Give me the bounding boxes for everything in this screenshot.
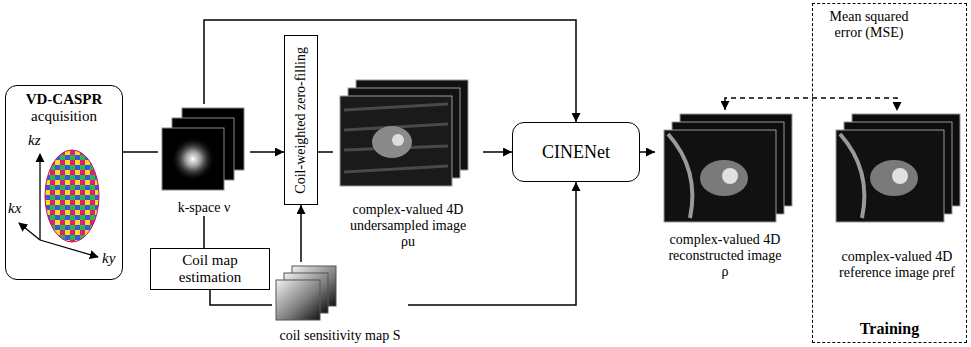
node-text: Coil-weighted zero-filling (294, 38, 309, 202)
flow-connector (640, 151, 655, 153)
axis-line (19, 223, 40, 240)
kspace-image (172, 118, 234, 180)
node-text: VD-CASPR (26, 91, 103, 108)
image-stack: coil sensitivity map S (272, 262, 408, 344)
image-stack: complex-valued 4D reconstructed image ρ (655, 110, 795, 280)
node-text: Mean squared error (MSE) (817, 9, 921, 41)
mri-image (340, 96, 452, 186)
node-text: acquisition (31, 108, 97, 125)
axis-line (40, 240, 98, 257)
node-text: CINENet (542, 142, 610, 163)
flow-connector (300, 205, 302, 262)
coil-map (276, 280, 320, 320)
mri-image (664, 130, 776, 222)
aliasing-streaks (344, 104, 448, 172)
image-caption: coil sensitivity map S (280, 328, 401, 344)
flow-connector (210, 290, 272, 305)
image-stack: k-space ν (158, 104, 250, 216)
kspace-trajectory-figure (19, 150, 99, 257)
node-text: Coil map estimation (155, 252, 265, 287)
training-region: Mean squared error (MSE) Training complex-… (812, 3, 967, 343)
axis-label: ky (102, 250, 115, 267)
process-box: Coil-weighted zero-filling (284, 35, 318, 205)
kspace-stack (162, 108, 244, 190)
image-stack: complex-valued 4D undersampled image ρu (333, 76, 483, 250)
flow-connector (204, 20, 576, 122)
ventricle (722, 168, 738, 184)
flow-connector (123, 151, 158, 153)
kspace-center (171, 137, 215, 181)
axis-line (39, 154, 40, 240)
axis-label: kx (8, 200, 21, 217)
chest-wall (840, 134, 864, 218)
node-text: Training (860, 320, 919, 338)
flow-connector (318, 151, 333, 153)
image-caption: k-space ν (178, 200, 231, 216)
image-caption: complex-valued 4D undersampled image ρu (347, 202, 469, 250)
sampling-ellipsoid (45, 150, 99, 242)
chest-wall (668, 134, 692, 218)
image-caption: complex-valued 4D reconstructed image ρ (664, 232, 786, 280)
coil-map-stack (276, 266, 336, 320)
heart (700, 160, 748, 196)
network-box: CINENet (512, 122, 640, 182)
reference-stack (836, 114, 960, 222)
flow-connector (483, 151, 512, 153)
flow-connector (203, 216, 205, 248)
loss-connector (725, 98, 897, 111)
flow-connector (250, 151, 284, 153)
process-box: Coil map estimation (150, 248, 270, 290)
ventricle (392, 134, 404, 146)
undersampled-stack (340, 80, 468, 186)
ventricle (892, 168, 908, 184)
image-caption: complex-valued 4D reference image ρref (836, 249, 958, 281)
heart (372, 126, 412, 158)
reconstructed-stack (664, 114, 792, 222)
mri-image (836, 130, 944, 222)
heart (870, 160, 918, 196)
image-stack: complex-valued 4D reference image ρref (831, 111, 963, 281)
axis-label: kz (28, 132, 41, 149)
kspace-image (162, 128, 224, 190)
